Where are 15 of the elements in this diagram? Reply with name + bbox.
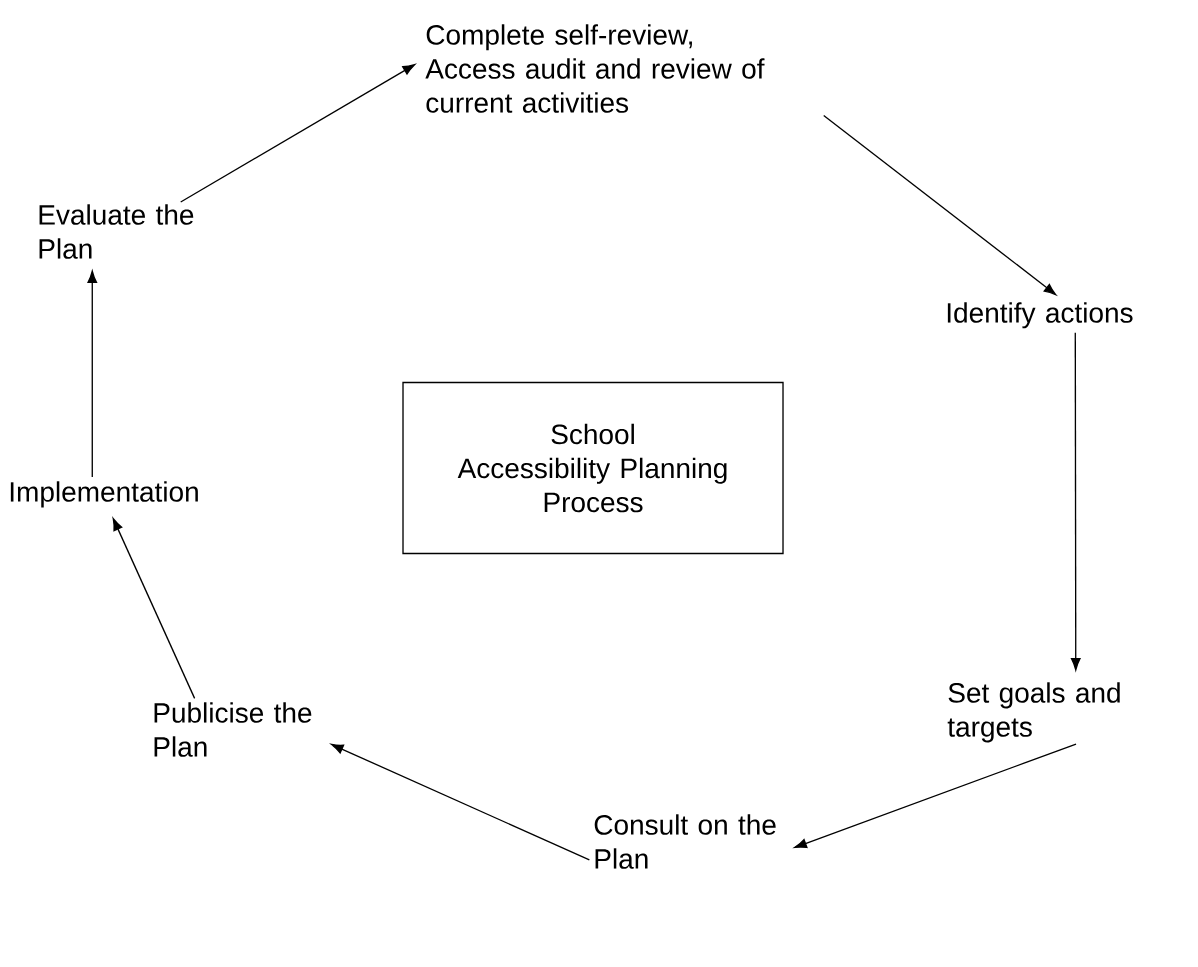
step-text: Complete self-review, Access audit and review of current activities	[425, 24, 765, 113]
step-text: Identify actions	[947, 302, 1133, 329]
arrow	[180, 64, 416, 203]
step-text: Evaluate the Plan	[39, 204, 194, 259]
arrow	[1070, 331, 1081, 671]
arrow	[112, 518, 196, 700]
step-text: Implementation	[10, 481, 198, 508]
step-text: Consult on the Plan	[594, 814, 776, 869]
arrow	[87, 270, 98, 478]
title-box: School Accessibility Planning Process	[402, 381, 784, 555]
arrow	[823, 114, 1057, 296]
arrow	[330, 743, 591, 861]
step-text: Set goals and targets	[947, 682, 1120, 743]
arrow	[794, 743, 1077, 849]
step-text: Publicise the Plan	[154, 702, 312, 757]
